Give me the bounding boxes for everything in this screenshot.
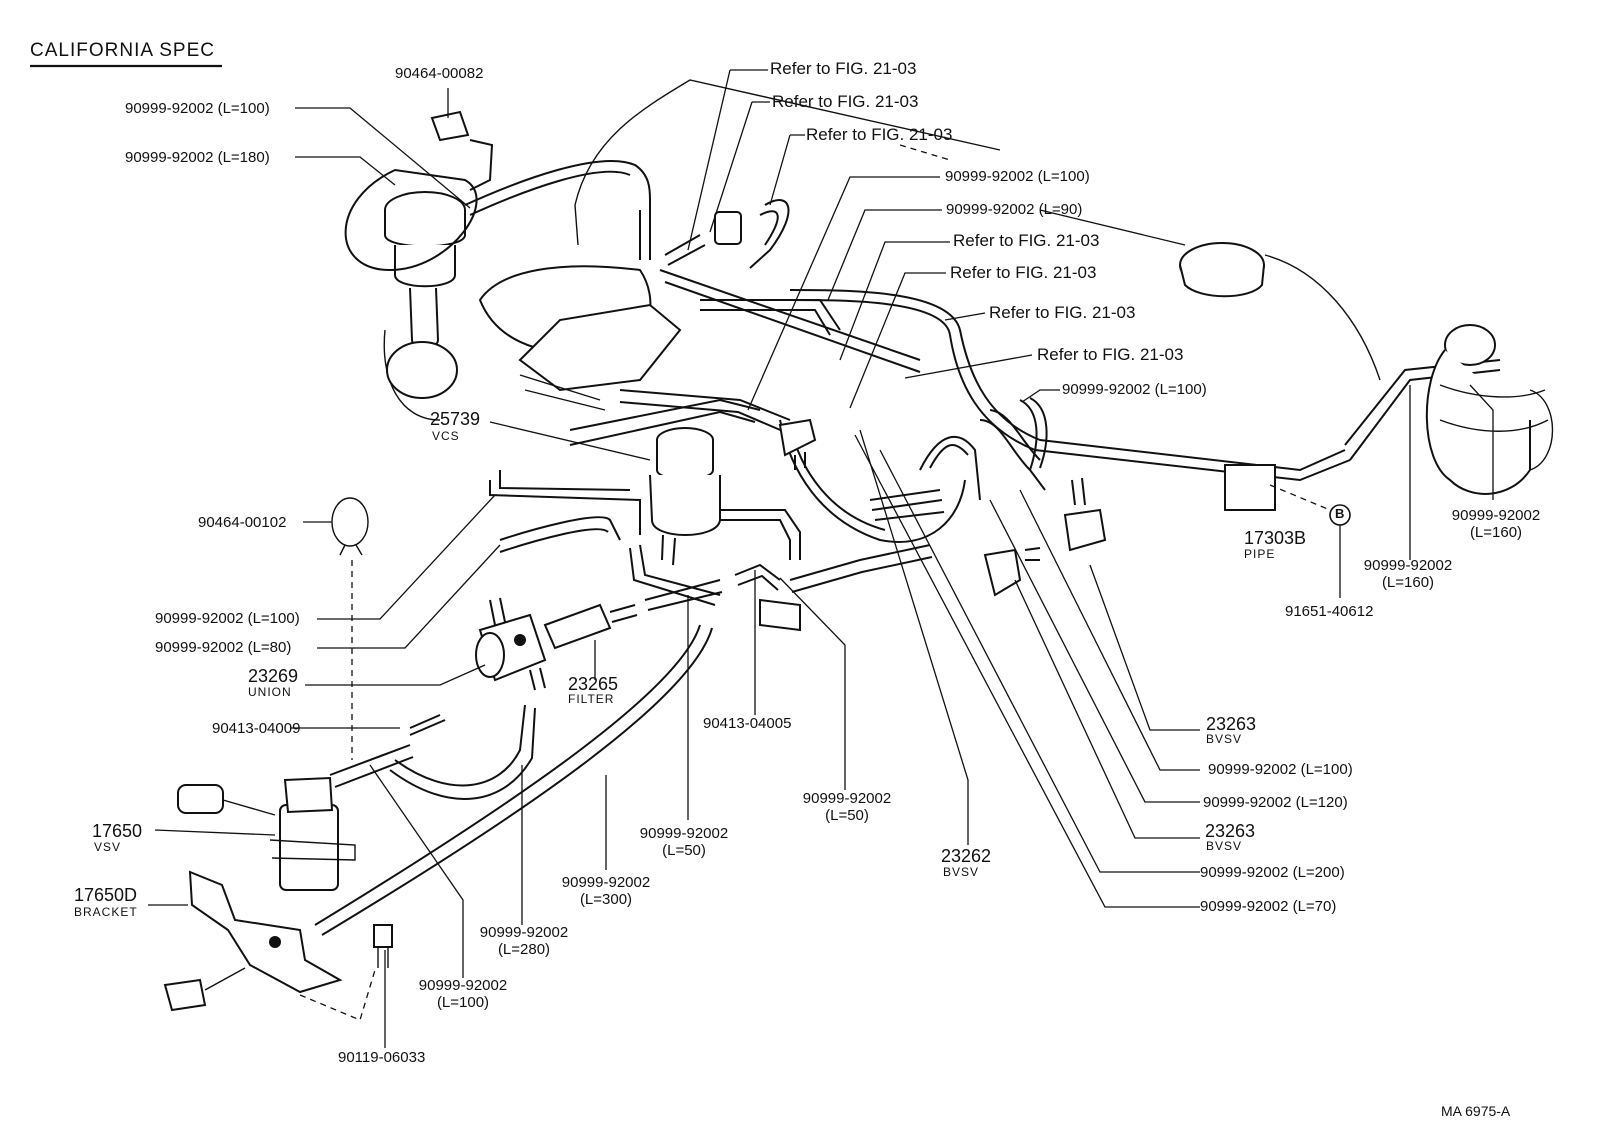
part-union-name: UNION (248, 685, 292, 699)
part-hose-fr160-b-pn: 90999-92002 (1451, 507, 1541, 524)
lower-hoses (314, 624, 713, 936)
part-pipe-name: PIPE (1244, 547, 1276, 561)
ref-fig-21-03-c[interactable]: Refer to FIG. 21-03 (806, 125, 953, 144)
part-hose-b300: 90999-92002 (L=300) (555, 875, 657, 907)
part-hose-b100: 90999-92002 (L=100) (412, 978, 514, 1010)
part-hose-r-l70: 90999-92002 (L=70) (1200, 898, 1337, 915)
diagram-title: CALIFORNIA SPEC (30, 40, 215, 61)
part-hose-top-l180: 90999-92002 (L=180) (125, 149, 270, 166)
figure-code: MA 6975-A (1441, 1103, 1511, 1119)
hose-clip (331, 497, 369, 556)
part-hose-b280: 90999-92002 (L=280) (473, 925, 575, 957)
part-bvsv-23263-a-number: 23263 (1206, 714, 1257, 734)
part-hose-fr160-a-pn: 90999-92002 (1363, 557, 1453, 574)
part-hose-b50-b-pn: 90999-92002 (802, 790, 892, 807)
union-filter (475, 597, 638, 691)
part-hose-top-l100: 90999-92002 (L=100) (125, 100, 270, 117)
part-hose-b50-b: 90999-92002 (L=50) (796, 791, 898, 823)
leader-lines (148, 69, 1494, 1048)
part-vsv-name: VSV (94, 840, 122, 854)
part-hose-b300-pn: 90999-92002 (561, 874, 651, 891)
ref-fig-21-03-f[interactable]: Refer to FIG. 21-03 (989, 303, 1136, 322)
part-bracket-name: BRACKET (74, 905, 138, 919)
ref-fig-21-03-e[interactable]: Refer to FIG. 21-03 (950, 263, 1097, 282)
clip-00082 (430, 110, 470, 142)
part-hose-r-l120: 90999-92002 (L=120) (1203, 794, 1348, 811)
part-bvsv-23262-number: 23262 (941, 846, 992, 866)
part-bracket-number: 17650D (74, 885, 138, 905)
part-hose-fr160-a-len: (L=160) (1381, 574, 1435, 591)
center-hoses (489, 397, 1048, 632)
part-hose-mid-l90: 90999-92002 (L=90) (946, 201, 1083, 218)
air-valve-assembly (344, 168, 478, 399)
dashed-guide-3 (1269, 484, 1331, 511)
callout-b-letter: B (1335, 506, 1345, 521)
part-bolt-06033: 90119-06033 (338, 1049, 426, 1066)
part-hose-fr160-b-len: (L=160) (1469, 524, 1523, 541)
part-hose-r-l200: 90999-92002 (L=200) (1200, 864, 1345, 881)
part-vcs-number: 25739 (430, 409, 481, 429)
part-vcs-name: VCS (432, 429, 460, 443)
part-hose-left-l100: 90999-92002 (L=100) (155, 610, 300, 627)
ref-fig-21-03-g[interactable]: Refer to FIG. 21-03 (1037, 345, 1184, 364)
ref-fig-21-03-b[interactable]: Refer to FIG. 21-03 (772, 92, 919, 111)
part-filter-name: FILTER (568, 692, 615, 706)
part-hose-fr160-b: 90999-92002 (L=160) (1444, 508, 1548, 540)
part-hose-b300-len: (L=300) (579, 891, 633, 908)
part-hose-b100-pn: 90999-92002 (418, 977, 508, 994)
engine-outline (383, 79, 1381, 421)
bvsv-valves (778, 418, 1107, 597)
part-hose-b50-b-len: (L=50) (825, 807, 869, 824)
part-hose-b50-a: 90999-92002 (L=50) (633, 826, 735, 858)
top-hoses (464, 139, 790, 269)
right-canister (1425, 324, 1554, 495)
bracket-part (163, 870, 343, 1012)
part-clip-00082: 90464-00082 (395, 65, 484, 82)
part-hose-r-l100: 90999-92002 (L=100) (1208, 761, 1353, 778)
part-bvsv-23262-name: BVSV (943, 865, 980, 879)
part-tee-04009: 90413-04009 (212, 720, 301, 737)
part-hose-left-l80: 90999-92002 (L=80) (155, 639, 292, 656)
dashed-guide-4 (899, 144, 951, 161)
part-tee-04005: 90413-04005 (703, 715, 792, 732)
part-bolt-40612: 91651-40612 (1285, 603, 1374, 620)
part-clip-00102: 90464-00102 (198, 514, 287, 531)
part-hose-b100-len: (L=100) (436, 994, 490, 1011)
bolt-06033 (373, 924, 393, 968)
vsv-assembly (177, 776, 356, 891)
vcs-valve (649, 427, 721, 566)
part-hose-fr160-a: 90999-92002 (L=160) (1356, 558, 1460, 590)
manifold-pipes (619, 269, 1501, 511)
part-vsv-number: 17650 (92, 821, 143, 841)
part-pipe-number: 17303B (1244, 528, 1307, 548)
part-union-number: 23269 (248, 666, 299, 686)
ref-fig-21-03-a[interactable]: Refer to FIG. 21-03 (770, 59, 917, 78)
part-hose-mid-l100: 90999-92002 (L=100) (945, 168, 1090, 185)
part-hose-b50-a-pn: 90999-92002 (639, 825, 729, 842)
part-filter-number: 23265 (568, 674, 619, 694)
part-bvsv-23263-b-number: 23263 (1205, 821, 1256, 841)
part-hose-b50-a-len: (L=50) (662, 842, 706, 859)
part-hose-b280-pn: 90999-92002 (479, 924, 569, 941)
part-hose-right-l100: 90999-92002 (L=100) (1062, 381, 1207, 398)
dashed-guide-2 (299, 969, 376, 1021)
part-bvsv-23263-b-name: BVSV (1206, 839, 1243, 853)
callout-b-circle (1329, 504, 1351, 526)
filler-cap (1179, 242, 1265, 298)
part-hose-b280-len: (L=280) (497, 941, 551, 958)
part-bvsv-23263-a-name: BVSV (1206, 732, 1243, 746)
ref-fig-21-03-d[interactable]: Refer to FIG. 21-03 (953, 231, 1100, 250)
